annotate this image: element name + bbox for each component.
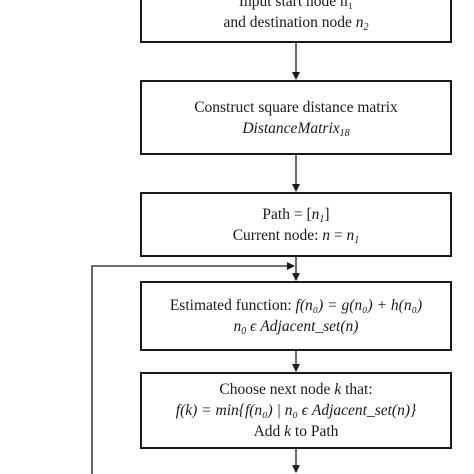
choose-suffix: that: <box>341 381 373 398</box>
current-node-var-b: n <box>346 226 355 244</box>
path-prefix: Path = [ <box>262 205 312 223</box>
add-prefix: Add <box>253 423 285 440</box>
estimate-prefix: Estimated function: <box>169 297 296 314</box>
choose-prefix: Choose next node <box>219 381 335 398</box>
add-to-path-text: Add k to Path <box>254 421 339 442</box>
current-node-prefix: Current node: <box>232 226 323 244</box>
matrix-name-text: DistanceMatrix18 <box>242 118 349 139</box>
path-text: Path = [n1] <box>262 204 329 225</box>
estimated-function-box: Estimated function: f(n₀) = g(n₀) + h(n₀… <box>140 281 452 351</box>
current-node-text: Current node: n = n1 <box>233 225 360 246</box>
path-sub: 1 <box>319 213 325 225</box>
add-var: k <box>284 423 292 440</box>
input-destination-node-text: and destination node n2 <box>224 12 369 33</box>
path-suffix: ] <box>324 205 330 223</box>
choose-next-node-box: Choose next node k that: f(k) = min{f(n₀… <box>140 372 452 449</box>
distance-matrix-box: Construct square distance matrix Distanc… <box>140 80 452 155</box>
adjacent-rest: ϵ Adjacent_set(n) <box>246 318 359 335</box>
min-formula-text: f(k) = min{f(n₀) | n₀ ϵ Adjacent_set(n)} <box>175 402 417 419</box>
adjacent-set-text: n0 ϵ Adjacent_set(n) <box>234 316 359 337</box>
adjacent-sub: 0 <box>241 326 247 337</box>
matrix-var: DistanceMatrix <box>242 119 340 137</box>
matrix-title-text: Construct square distance matrix <box>194 98 398 116</box>
choose-node-text: Choose next node k that: <box>219 379 372 400</box>
estimated-function-text: Estimated function: f(n₀) = g(n₀) + h(n₀… <box>170 295 422 316</box>
matrix-sub: 18 <box>339 127 350 139</box>
input-start-node-text: Input start node n₁ <box>238 0 354 10</box>
current-node-eq: = <box>330 226 347 244</box>
add-suffix: to Path <box>291 423 339 440</box>
path-var: n <box>311 205 320 223</box>
destination-sub: 2 <box>363 21 369 33</box>
destination-var: n <box>355 13 364 31</box>
current-node-sub: 1 <box>354 234 360 246</box>
adjacent-var: n <box>233 318 242 335</box>
path-init-box: Path = [n1] Current node: n = n1 <box>140 192 452 257</box>
choose-var: k <box>334 381 342 398</box>
input-nodes-box: Input start node n₁ and destination node… <box>140 0 452 43</box>
current-node-var-a: n <box>322 226 331 244</box>
estimate-formula: f(n₀) = g(n₀) + h(n₀) <box>295 297 423 314</box>
destination-prefix: and destination node <box>223 13 356 31</box>
